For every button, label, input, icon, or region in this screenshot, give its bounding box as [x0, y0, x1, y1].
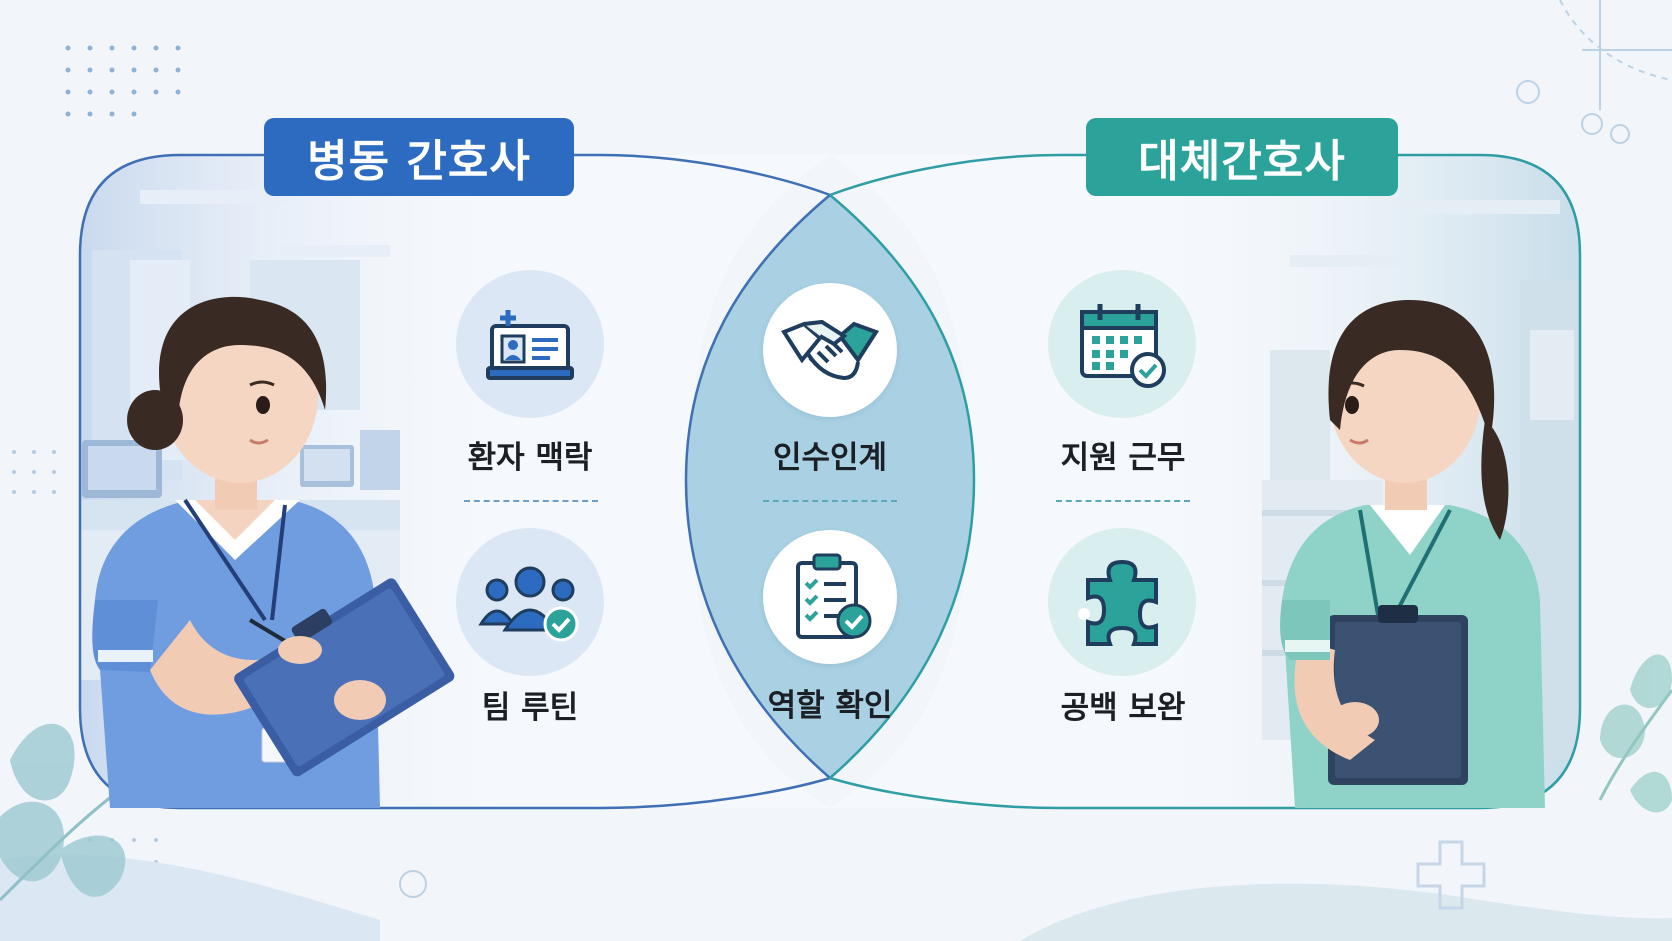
puzzle-piece-icon	[1078, 559, 1158, 646]
leaf-decoration	[1598, 689, 1672, 801]
ward-nurse-title: 병동 간호사	[264, 118, 574, 196]
role-check-label: 역할 확인	[767, 688, 893, 724]
dot-grid-decoration	[65, 45, 181, 117]
handover-label: 인수인계	[772, 440, 888, 476]
leaf-decoration	[0, 788, 121, 902]
patient-context-item	[456, 270, 604, 418]
ring-decoration	[399, 870, 427, 898]
item-divider	[1056, 500, 1190, 502]
substitute-nurse-title: 대체간호사	[1086, 118, 1398, 196]
right-group-outline	[827, 153, 1582, 810]
substitute-nurse-illustration	[1280, 300, 1545, 808]
venn-overlap-area	[686, 195, 974, 778]
patient-id-card-icon	[486, 310, 574, 380]
right-ward-scene	[830, 155, 1580, 808]
line-decoration	[1516, 0, 1672, 144]
wave-decoration	[0, 854, 380, 941]
handshake-icon	[781, 319, 880, 381]
team-check-icon	[478, 566, 579, 642]
team-routine-label: 팀 루틴	[481, 690, 579, 726]
clipboard-check-icon	[796, 553, 872, 639]
team-routine-item	[456, 528, 604, 676]
left-group-outline	[78, 153, 833, 810]
gap-cover-label: 공백 보완	[1060, 690, 1186, 726]
item-divider	[464, 500, 598, 502]
support-shift-label: 지원 근무	[1060, 440, 1186, 476]
medical-cross-decoration	[1416, 840, 1486, 910]
patient-context-label: 환자 맥락	[467, 440, 593, 476]
role-check-item	[763, 530, 897, 664]
leaf-decoration	[1600, 654, 1672, 813]
leaf-decoration	[0, 723, 126, 897]
wave-decoration	[1020, 883, 1672, 941]
ward-nurse-illustration	[92, 296, 455, 808]
gap-cover-item	[1048, 528, 1196, 676]
calendar-check-icon	[1080, 304, 1166, 388]
handover-item	[763, 283, 897, 417]
item-divider	[763, 500, 897, 502]
support-shift-item	[1048, 270, 1196, 418]
